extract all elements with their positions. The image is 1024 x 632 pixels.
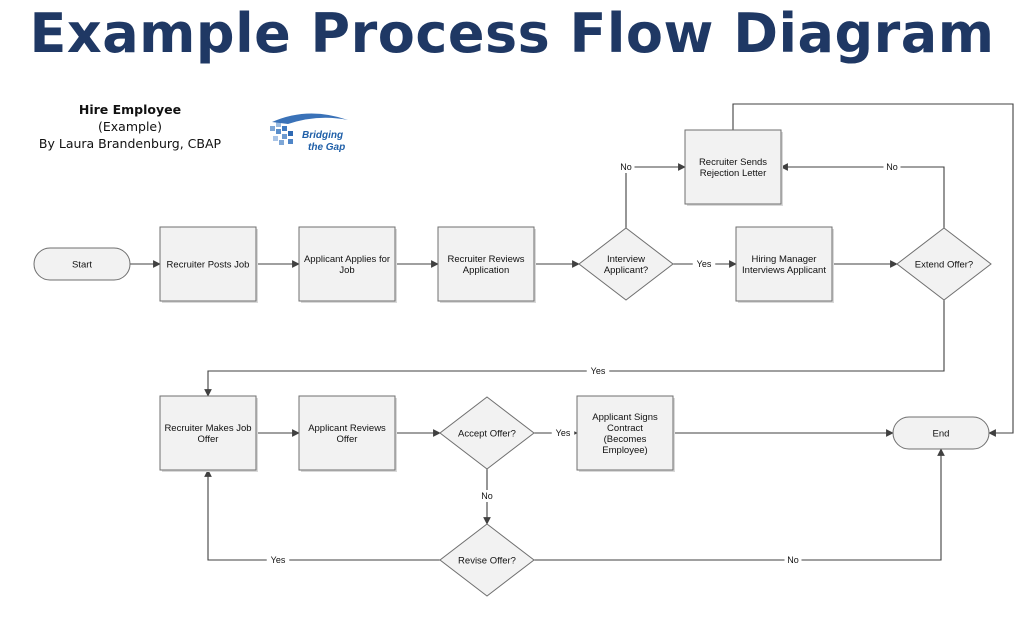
- node-label-line: Interview: [607, 254, 645, 265]
- logo-line-2: the Gap: [308, 142, 345, 153]
- node-label-line: Recruiter Sends: [699, 157, 767, 168]
- diagram-heading: Hire Employee: [78, 102, 182, 117]
- process-shape: [576, 395, 674, 471]
- edge-label-no: No: [620, 162, 632, 172]
- node-label-line: Rejection Letter: [700, 168, 767, 179]
- node-label-line: Offer: [198, 434, 219, 445]
- edge-rejection-to-end: [732, 103, 1014, 437]
- logo-line-1: Bridging: [302, 130, 343, 141]
- edge-label-yes: Yes: [591, 366, 606, 376]
- process-shape: [298, 226, 396, 302]
- node-start: Start: [33, 247, 131, 281]
- edge-label-bg: [586, 365, 610, 377]
- decision-shape: [896, 227, 992, 301]
- node-accept-q: Accept Offer?: [439, 396, 535, 470]
- edge-extend_q-to-rejection: [780, 163, 945, 228]
- edge-label-yes: Yes: [556, 428, 571, 438]
- decision-shape: [439, 523, 535, 597]
- node-label-line: Interviews Applicant: [742, 265, 826, 276]
- node-label-line: Recruiter Reviews: [447, 254, 524, 265]
- node-label-line: Revise Offer?: [458, 555, 516, 566]
- process-shape: [298, 395, 396, 471]
- node-end: End: [892, 416, 990, 450]
- node-label-line: Recruiter Makes Job: [164, 423, 251, 434]
- node-label-line: Job: [339, 265, 354, 276]
- node-label-line: Extend Offer?: [915, 259, 973, 270]
- node-label-line: Applicant Signs: [592, 412, 658, 423]
- node-label-line: End: [933, 428, 950, 439]
- decision-shape: [578, 227, 674, 301]
- edge-label-yes: Yes: [697, 259, 712, 269]
- node-label-line: Applicant Applies for: [304, 254, 390, 265]
- process-shape: [735, 226, 833, 302]
- process-shape: [684, 129, 782, 205]
- edge-label-no: No: [787, 555, 799, 565]
- edge-label-bg: [883, 161, 901, 173]
- decision-shape: [439, 396, 535, 470]
- edge-label-bg: [692, 258, 716, 270]
- node-label-line: Recruiter Posts Job: [167, 259, 250, 270]
- edge-label-bg: [784, 554, 802, 566]
- node-label-line: Employee): [602, 445, 647, 456]
- terminal-shape: [33, 247, 131, 281]
- node-label-line: Hiring Manager: [752, 254, 817, 265]
- node-posts-job: Recruiter Posts Job: [159, 226, 258, 303]
- edge-revise_q-to-makes_offer: [204, 469, 440, 561]
- node-label-line: Contract: [607, 423, 643, 434]
- logo-mark-icon: [270, 113, 348, 145]
- edge-label-no: No: [886, 162, 898, 172]
- node-label-line: Offer: [337, 434, 358, 445]
- edge-label-bg: [617, 161, 635, 173]
- edge-label-bg: [266, 554, 290, 566]
- terminal-shape: [892, 416, 990, 450]
- process-shape: [159, 395, 257, 471]
- diagram-subtitle: (Example): [98, 119, 162, 134]
- page-title: Example Process Flow Diagram: [29, 2, 995, 65]
- edge-extend_q-to-makes_offer: [204, 300, 945, 397]
- edge-label-yes: Yes: [271, 555, 286, 565]
- node-extend-q: Extend Offer?: [896, 227, 992, 301]
- process-shape: [437, 226, 535, 302]
- edge-interview_q-to-rejection: [625, 163, 686, 228]
- edge-revise_q-to-end: [534, 448, 945, 561]
- process-shape: [159, 226, 257, 302]
- edge-label-bg: [551, 427, 575, 439]
- node-label-line: (Becomes: [604, 434, 647, 445]
- edge-label-bg: [478, 490, 496, 502]
- node-revise-q: Revise Offer?: [439, 523, 535, 597]
- node-label-line: Application: [463, 265, 509, 276]
- diagram-author: By Laura Brandenburg, CBAP: [38, 136, 222, 151]
- node-label-line: Applicant?: [604, 265, 648, 276]
- node-label-line: Applicant Reviews: [308, 423, 386, 434]
- edge-label-no: No: [481, 491, 493, 501]
- node-label-line: Start: [72, 259, 92, 270]
- bridging-the-gap-logo: Bridging the Gap: [270, 113, 348, 153]
- node-label-line: Accept Offer?: [458, 428, 516, 439]
- diagram-info: Hire Employee (Example) By Laura Branden…: [20, 101, 240, 152]
